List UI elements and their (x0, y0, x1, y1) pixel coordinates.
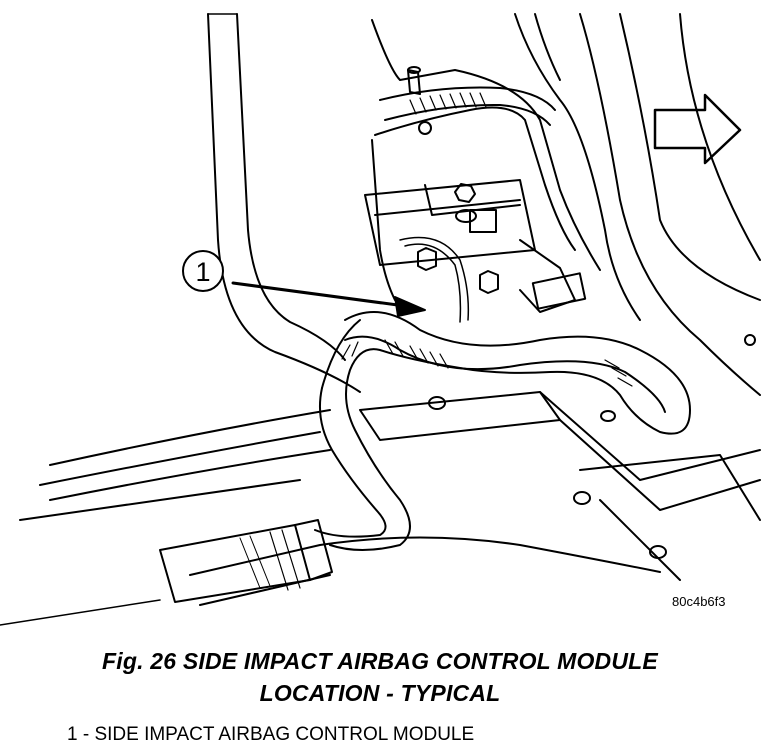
callout-number: 1 (195, 257, 210, 287)
module-studs (417, 183, 499, 294)
image-code: 80c4b6f3 (672, 594, 726, 609)
legend-item-1: 1 - SIDE IMPACT AIRBAG CONTROL MODULE (67, 724, 475, 745)
stud-top (407, 66, 432, 135)
figure-caption-line-1: Fig. 26 SIDE IMPACT AIRBAG CONTROL MODUL… (102, 648, 658, 674)
module-wires (399, 236, 470, 323)
callout-1 (182, 250, 426, 317)
b-pillar (371, 13, 761, 396)
main-harness (314, 311, 691, 551)
line-drawing: 1 (0, 13, 761, 626)
figure-caption-line-2: LOCATION - TYPICAL (259, 680, 501, 706)
harness-connector (0, 519, 333, 626)
left-pillar (39, 13, 361, 486)
upper-harness (379, 86, 556, 126)
forward-arrow-icon (653, 93, 742, 165)
rocker-panel (19, 334, 761, 606)
module-bracket (364, 179, 587, 313)
